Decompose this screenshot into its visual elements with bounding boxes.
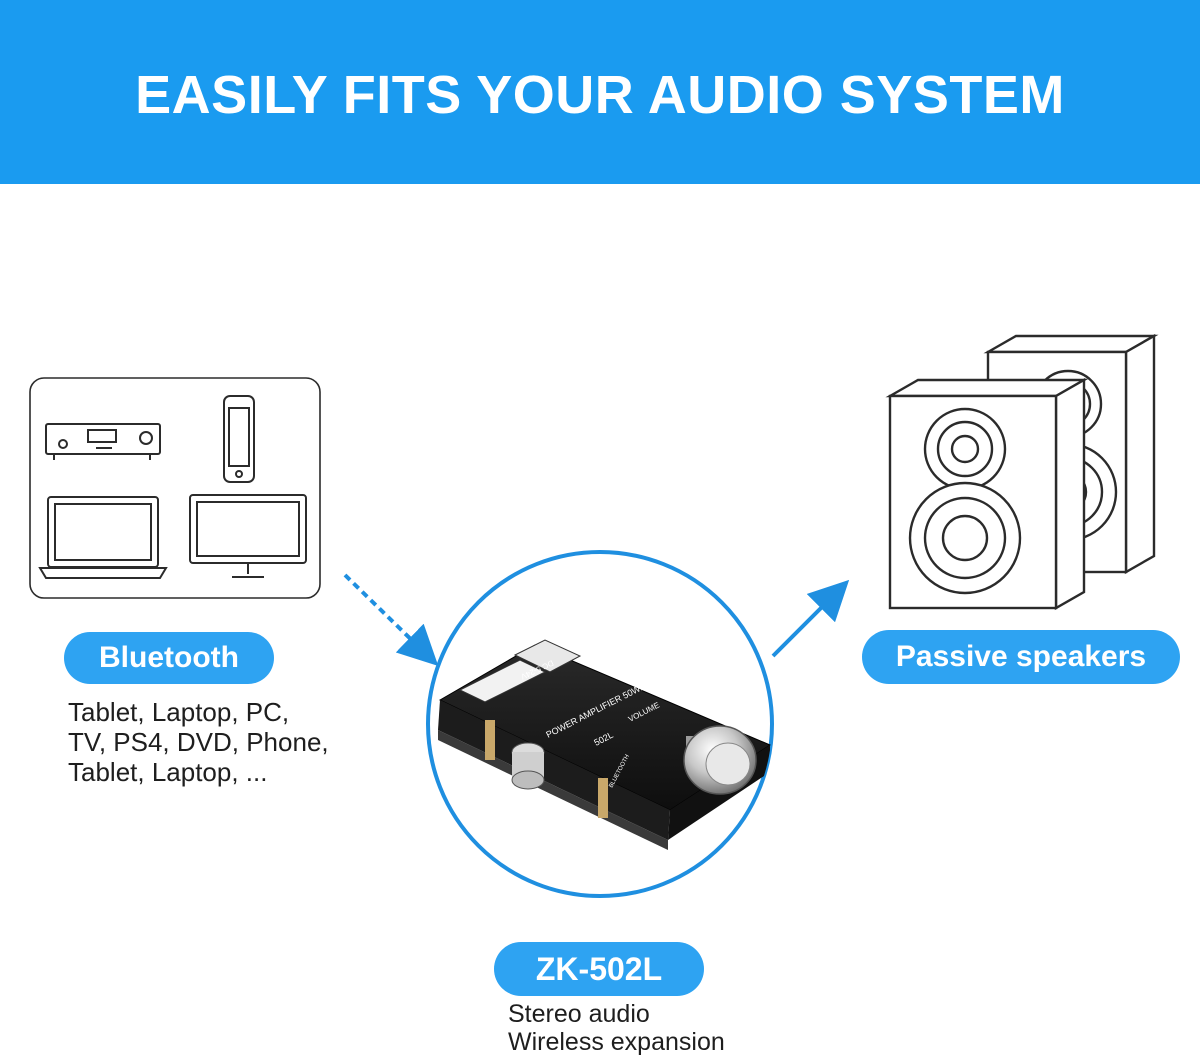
source-devices-panel [29,377,321,599]
passive-speakers-badge: Passive speakers [862,630,1180,684]
model-badge: ZK-502L [494,942,704,996]
monitor-icon [189,494,307,578]
speaker-cabinet-icon [885,333,1159,611]
product-image: POWER AMPLIFIER 50Wx2 502L VOLUME BLUETO… [426,550,774,898]
product-description: Stereo audio Wireless expansion [508,1000,725,1056]
header-banner: EASILY FITS YOUR AUDIO SYSTEM [0,0,1200,184]
source-devices-description: Tablet, Laptop, PC, TV, PS4, DVD, Phone,… [68,697,329,787]
source-devices-line: Tablet, Laptop, ... [68,757,268,787]
amplifier-receiver-icon [45,423,161,460]
laptop-icon [38,496,168,579]
page-title: EASILY FITS YOUR AUDIO SYSTEM [135,65,1065,125]
source-devices-line: TV, PS4, DVD, Phone, [68,727,329,757]
bluetooth-badge: Bluetooth [64,632,274,684]
product-description-line: Stereo audio [508,1000,650,1028]
input-arrow [343,573,439,666]
product-description-line: Wireless expansion [508,1028,725,1056]
output-arrow [771,579,850,658]
smartphone-icon [223,395,255,483]
source-devices-line: Tablet, Laptop, PC, [68,697,290,727]
